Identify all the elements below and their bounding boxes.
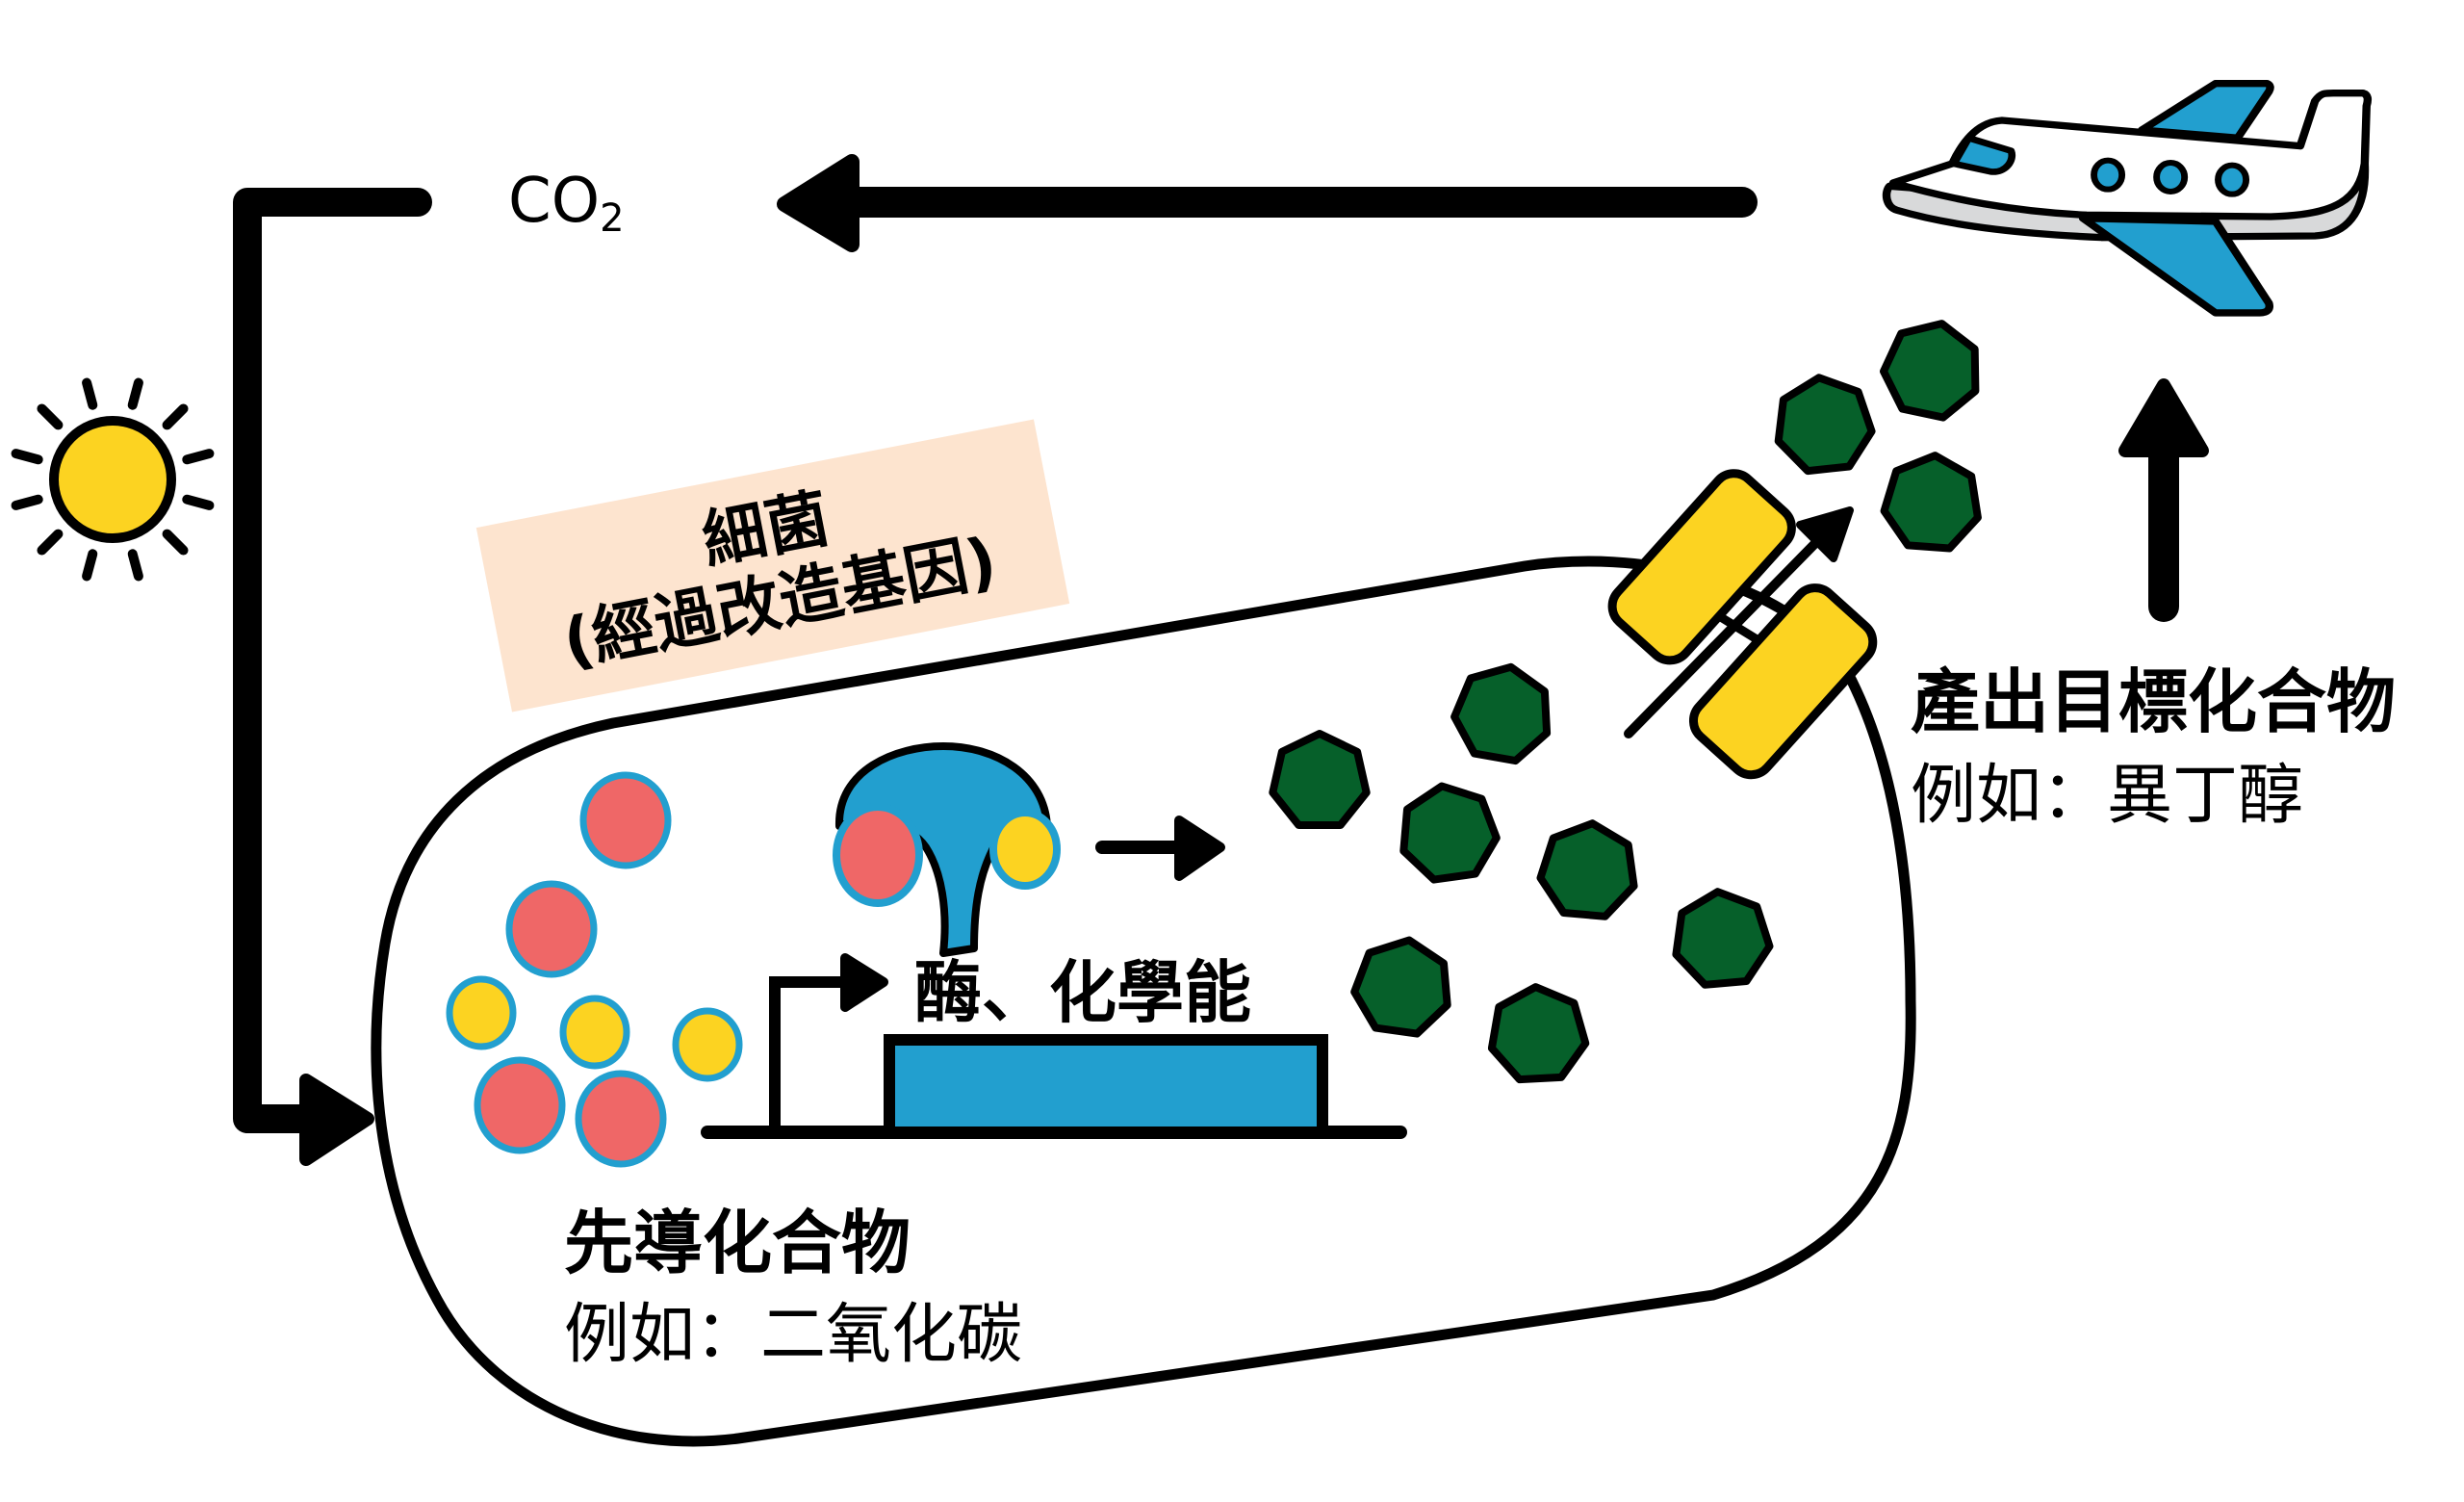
product-molecule-inside [1672,888,1774,989]
sun-ray [82,549,98,582]
sun-ray [37,403,64,430]
product-molecule-inside [1450,662,1552,765]
sun-icon [11,377,215,582]
substrate-red [833,803,923,907]
reaction-arrow [1095,816,1225,881]
enzyme-complex [833,742,1061,957]
product-molecule-inside [1487,983,1590,1084]
product-molecules [1269,320,1982,1084]
co2-label: CO2 [508,166,625,241]
precursor-molecules [446,771,743,1168]
membrane-channel-icon [1607,469,1878,780]
export-arrow [1624,525,1834,738]
product-molecule-exported [1774,374,1876,476]
sun-ray [182,449,215,465]
sun-ray [162,403,189,430]
sun-ray [37,529,64,556]
sun-ray [127,377,143,410]
gene-block-icon [884,1034,1328,1138]
channel-block-lower [1688,583,1878,780]
loop-arrowhead [299,1074,374,1166]
product-molecule-inside [1269,730,1371,829]
precursor-red-molecule [474,1056,566,1154]
co2-return-arrow [777,154,1758,252]
precursor-red-molecule [575,1070,667,1168]
co2-arrowhead [777,154,860,252]
channel-block-upper [1607,469,1796,665]
precursor-red-molecule [579,771,672,869]
sun-ray [82,377,98,410]
precursor-yellow-molecule [672,1007,743,1082]
co2-label-main: CO [508,166,601,237]
cycle-loop-arrow [233,188,432,1166]
product-molecule-inside [1399,782,1501,884]
sun-ray [127,549,143,582]
sun-disc [49,416,176,543]
precursor-yellow-molecule [446,975,517,1050]
precursor-yellow-molecule [559,995,630,1070]
gene-expression [701,953,1407,1139]
product-molecule-exported [1880,320,1980,422]
enzyme-energy-label: 酶、化學能 [914,953,1251,1032]
sun-ray [182,494,215,510]
sun-ray [162,529,189,556]
precursor-example: 例如：二氧化碳 [564,1297,1023,1373]
product-molecule-exported [1880,452,1982,553]
product-molecule-inside [1536,819,1638,920]
co2-label-subscript: 2 [600,196,625,241]
product-molecule-inside [1350,936,1451,1038]
substrate-yellow [989,809,1061,890]
output-up-arrow [2118,378,2209,622]
promoter-arrow [769,976,847,1132]
precursor-title: 先導化合物 [564,1203,911,1283]
sun-ray [11,494,43,510]
precursor-red-molecule [505,880,598,978]
sun-ray [11,449,43,465]
target-compound-title: 產出目標化合物 [1911,661,2397,742]
target-compound-example: 例如：異丁醇 [1911,758,2304,834]
airplane-icon [1882,79,2373,317]
